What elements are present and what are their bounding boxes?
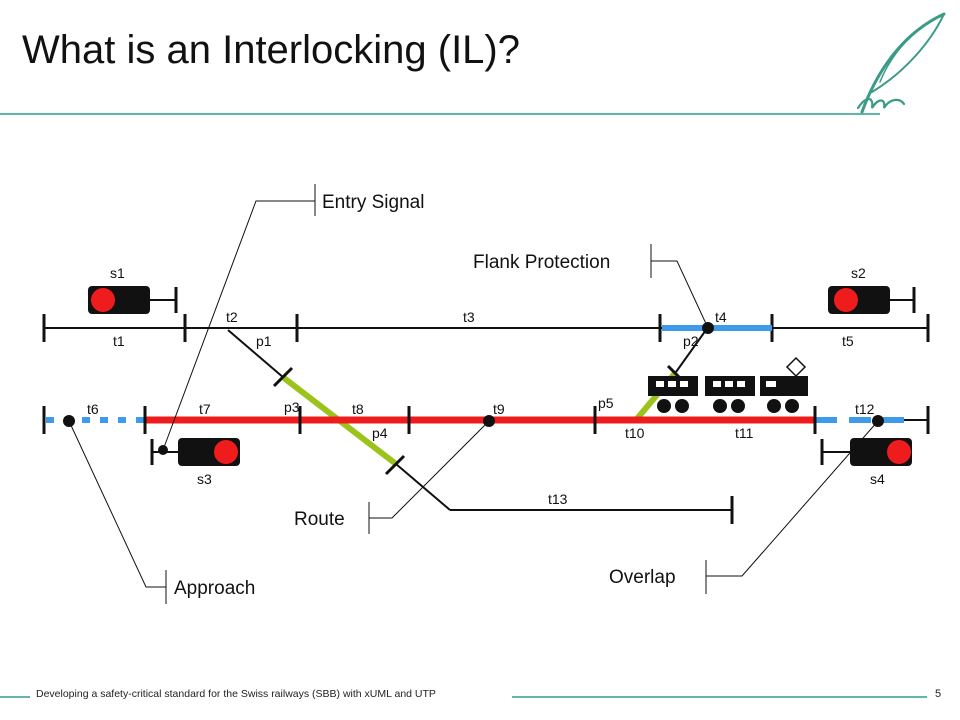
signal-label-s1: s1 [110, 265, 125, 281]
signal-label-s2: s2 [851, 265, 866, 281]
track-label-t13: t13 [548, 491, 568, 507]
track-label-t11: t11 [735, 425, 754, 441]
track-label-t2: t2 [226, 309, 238, 325]
signal-s2 [828, 286, 916, 314]
footer-divider-left [0, 696, 30, 698]
footer-text: Developing a safety-critical standard fo… [36, 688, 436, 700]
callout-entry-signal: Entry Signal [322, 192, 424, 213]
train [648, 356, 808, 413]
slide-title: What is an Interlocking (IL)? [22, 28, 520, 72]
signal-s1 [88, 286, 178, 314]
callout-dots [63, 322, 884, 455]
page-number: 5 [935, 688, 942, 700]
track-label-t10: t10 [625, 425, 645, 441]
callout-flank-protection: Flank Protection [473, 252, 610, 273]
track-label-t6: t6 [87, 401, 99, 417]
crossover-p1-p4 [227, 329, 734, 524]
callout-leaders [68, 184, 879, 604]
callout-route: Route [294, 509, 345, 530]
point-label-p3: p3 [284, 399, 300, 415]
track-label-t12: t12 [855, 401, 875, 417]
title-divider [0, 113, 880, 115]
callout-approach: Approach [174, 578, 255, 599]
signal-s4 [820, 438, 912, 466]
track-label-t3: t3 [463, 309, 475, 325]
quill-logo [856, 12, 946, 114]
track-label-t9: t9 [493, 401, 505, 417]
point-label-p4: p4 [372, 425, 388, 441]
lower-track-joints [42, 406, 930, 434]
track-label-t5: t5 [842, 333, 854, 349]
track-label-t1: t1 [113, 333, 125, 349]
signal-s3 [150, 438, 240, 466]
point-label-p2: p2 [683, 333, 699, 349]
callout-overlap: Overlap [609, 567, 676, 588]
signal-label-s3: s3 [197, 471, 212, 487]
track-label-t7: t7 [199, 401, 211, 417]
track-label-t8: t8 [352, 401, 364, 417]
footer-divider-right [512, 696, 927, 698]
point-label-p5: p5 [598, 395, 614, 411]
track-label-t4: t4 [715, 309, 727, 325]
signal-label-s4: s4 [870, 471, 885, 487]
point-label-p1: p1 [256, 333, 272, 349]
